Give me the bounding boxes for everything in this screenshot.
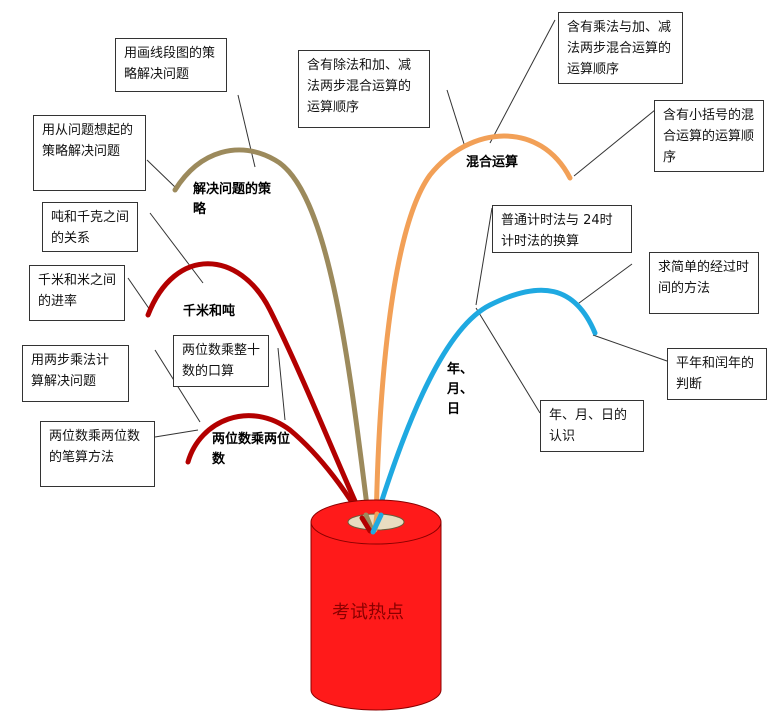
branch-strategy-curve — [172, 147, 373, 533]
topic-parentheses: 含有小括号的混合运算的运算顺序 — [654, 100, 764, 172]
connector-line-segment — [237, 94, 256, 168]
connector-elapsed — [574, 263, 633, 307]
topic-know-ymd: 年、月、日的认识 — [540, 400, 644, 452]
topic-km-m: 千米和米之间的进率 — [29, 265, 125, 321]
connector-written — [154, 429, 199, 438]
stem-strategy — [363, 512, 375, 533]
connector-div-add-sub — [446, 89, 466, 148]
topic-two-step-mul: 用两步乘法计算解决问题 — [22, 345, 129, 402]
topic-div-add-sub: 含有除法和加、减法两步混合运算的运算顺序 — [298, 50, 430, 128]
branch-label-mixed: 混合运算 — [466, 155, 519, 170]
can-body — [310, 521, 442, 711]
topic-line-segment: 用画线段图的策略解决问题 — [115, 38, 227, 92]
connector-from-question — [146, 159, 177, 189]
connector-whole-tens — [277, 347, 286, 421]
topic-ton-kg: 吨和千克之间的关系 — [42, 202, 138, 252]
branch-km-curve — [145, 261, 371, 533]
topic-from-question: 用从问题想起的策略解决问题 — [33, 115, 146, 191]
can-title: 考试热点 — [332, 602, 404, 623]
branch-label-km: 千米和吨 — [183, 304, 236, 319]
stem-ymd — [370, 512, 384, 535]
stem-km — [359, 515, 373, 534]
connector-parentheses — [573, 109, 656, 177]
topic-mul-add-sub: 含有乘法与加、减法两步混合运算的运算顺序 — [558, 12, 683, 84]
topic-clock-24: 普通计时法与 24时计时法的换算 — [492, 205, 632, 253]
branch-two-digit-curve — [185, 413, 371, 533]
branch-label-two-digit: 两位数乘两位数 — [212, 432, 291, 467]
connector-clock-24 — [475, 207, 493, 306]
branch-mixed-curve — [373, 133, 573, 533]
branch-ymd-curve — [369, 287, 598, 535]
topic-two-digit-written: 两位数乘两位数的笔算方法 — [40, 421, 155, 487]
connector-know-ymd — [475, 307, 541, 414]
branch-label-ymd: 年、月、日 — [447, 362, 474, 417]
branch-label-strategy: 解决问题的策略 — [193, 182, 272, 217]
connector-km-m — [127, 277, 151, 311]
connector-ton-kg — [149, 212, 204, 284]
topic-elapsed-time: 求简单的经过时间的方法 — [649, 252, 759, 314]
connector-mul-add-sub — [489, 19, 556, 144]
topic-two-digit-whole-tens: 两位数乘整十数的口算 — [173, 335, 269, 387]
connector-leap-year — [592, 334, 668, 362]
topic-leap-year: 平年和闰年的判断 — [667, 348, 767, 400]
